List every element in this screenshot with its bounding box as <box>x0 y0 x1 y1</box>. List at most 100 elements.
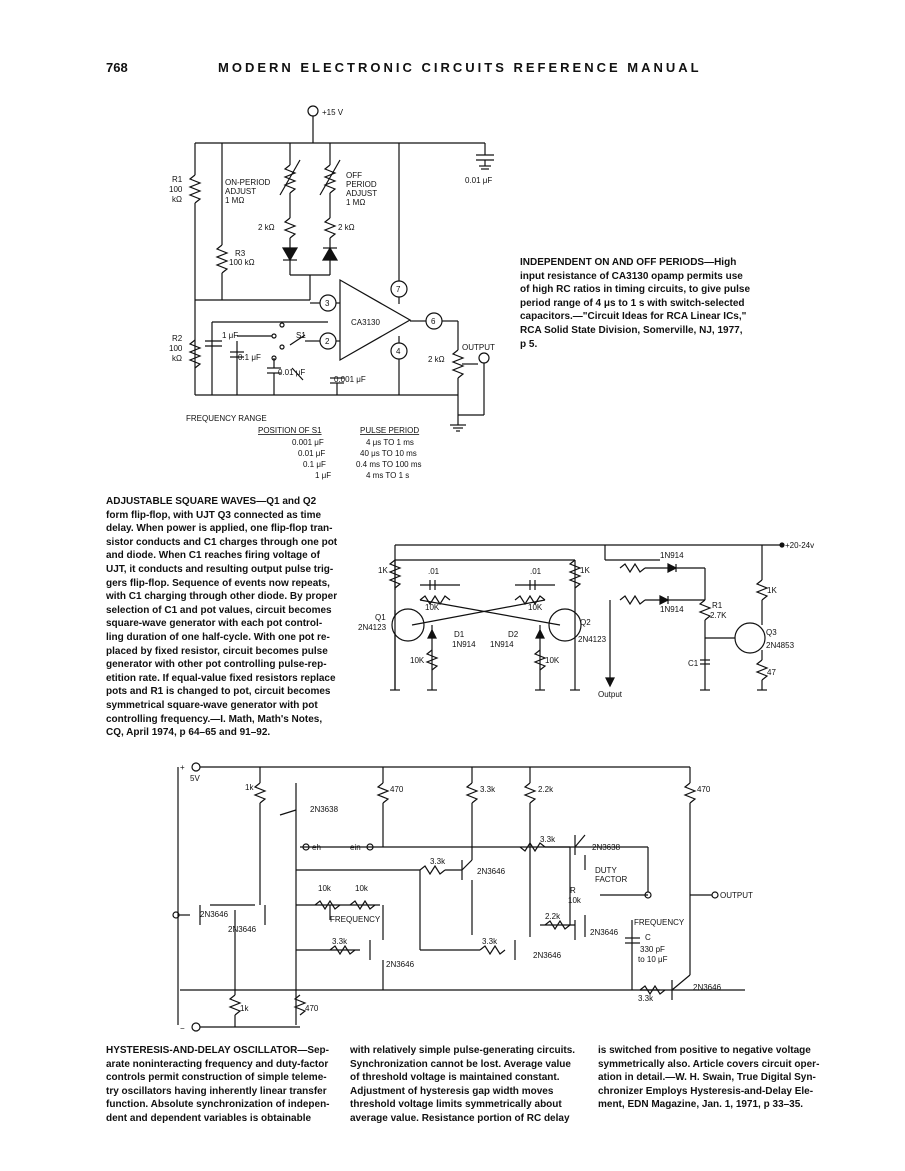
fig3-c-range-2: to 10 μF <box>638 955 668 964</box>
fig3-q-2n3646-g: 2N3646 <box>693 983 722 992</box>
fig3-r1k-top: 1k <box>245 783 254 792</box>
caption-line: generator with other pot controlling pul… <box>106 659 327 671</box>
fig3-caption-col2: with relatively simple pulse-generating … <box>350 1044 590 1126</box>
caption-line: average value. Resistance portion of RC … <box>350 1112 570 1124</box>
caption-line: of high RC ratios in timing circuits, to… <box>520 284 751 296</box>
fig3-r10k-b: 10k <box>355 884 369 893</box>
fig3-q-2n3646-e: 2N3646 <box>590 928 619 937</box>
caption-line: sistor conducts and C1 charges through o… <box>106 536 338 548</box>
fig3-r-label: R <box>570 886 576 895</box>
fig1-pin6: 6 <box>431 317 436 326</box>
fig1-r1-label: R1 <box>172 175 183 184</box>
caption-line: ation in detail.—W. H. Swain, True Digit… <box>598 1072 816 1084</box>
fig3-eh: eh <box>312 843 321 852</box>
fig2-supply-label: +20-24v <box>785 541 814 550</box>
fig2-q3-label: Q3 <box>766 628 777 637</box>
fig1-2k-a: 2 kΩ <box>258 223 275 232</box>
fig3-caption-col3: is switched from positive to negative vo… <box>598 1044 843 1112</box>
fig3-q-2n3646-b: 2N3646 <box>200 910 229 919</box>
fig1-table-cell: 0.4 ms TO 100 ms <box>356 460 422 469</box>
caption-line: ment, EDN Magazine, Jan. 1, 1971, p 33–3… <box>598 1099 804 1111</box>
fig1-r1-value: 100 <box>169 185 183 194</box>
fig1-table-col1: POSITION OF S1 <box>258 426 322 435</box>
fig3-frequency-a: FREQUENCY <box>330 915 381 924</box>
caption-line: function. Absolute synchronization of in… <box>106 1099 330 1111</box>
fig3-q-2n3646-d: 2N3646 <box>386 960 415 969</box>
fig3-q-2n3638-a: 2N3638 <box>310 805 339 814</box>
fig1-off-adjust-1: OFF <box>346 171 362 180</box>
caption-line: ling duration of one half-cycle. With on… <box>106 631 330 643</box>
fig2-d2-label: D2 <box>508 630 519 639</box>
fig2-c1: C1 <box>688 659 699 668</box>
fig3-r33-f: 3.3k <box>638 994 654 1003</box>
caption-line: UJT, it conducts and resulting output pu… <box>106 563 334 575</box>
fig3-duty-2: FACTOR <box>595 875 628 884</box>
fig1-table-cell: 1 μF <box>315 471 331 480</box>
fig1-off-adjust-2: PERIOD <box>346 180 377 189</box>
fig3-c-label: C <box>645 933 651 942</box>
caption-line: Synchronization cannot be lost. Average … <box>350 1058 571 1070</box>
caption-line: chronizer Employs Hysteresis-and-Delay E… <box>598 1085 814 1097</box>
fig1-table-cell: 0.01 μF <box>298 449 325 458</box>
page-number: 768 <box>106 60 128 75</box>
figure3-schematic: + 5V − 1k 470 3.3k 2.2k 470 2N3638 eh ei… <box>172 762 753 1033</box>
caption-line: pots and R1 is changed to pot, circuit b… <box>106 686 331 698</box>
caption-line: symmetrically also. Article covers circu… <box>598 1058 820 1070</box>
fig2-q1-part: 2N4123 <box>358 623 387 632</box>
fig2-q1-label: Q1 <box>375 613 386 622</box>
caption-line: Adjustment of hysteresis gap width moves <box>350 1085 554 1097</box>
fig3-caption-col1: HYSTERESIS-AND-DELAY OSCILLATOR—Sep- ara… <box>106 1044 341 1126</box>
fig2-r1-value: 2.7K <box>710 611 727 620</box>
fig3-r1k-bot: 1k <box>240 1004 249 1013</box>
caption-line: selection of C1 and pot values, circuit … <box>106 604 332 616</box>
fig3-q-2n3646-c: 2N3646 <box>228 925 257 934</box>
fig3-r10k-a: 10k <box>318 884 332 893</box>
fig3-minus: − <box>180 1024 185 1033</box>
fig1-r2-unit: kΩ <box>172 354 182 363</box>
caption-line: of threshold voltage is maintained const… <box>350 1072 560 1084</box>
fig3-q-2n3646-a: 2N3646 <box>477 867 506 876</box>
running-title: MODERN ELECTRONIC CIRCUITS REFERENCE MAN… <box>218 60 702 75</box>
caption-line: p 5. <box>520 338 538 350</box>
caption-line: capacitors.—"Circuit Ideas for RCA Linea… <box>520 311 747 323</box>
fig3-q-2n3638-b: 2N3638 <box>592 843 621 852</box>
caption-line: is switched from positive to negative vo… <box>598 1045 811 1056</box>
fig3-r-value: 10k <box>568 896 582 905</box>
fig1-supply-label: +15 V <box>322 108 344 117</box>
fig3-r33-c: 3.3k <box>540 835 556 844</box>
fig2-caption: ADJUSTABLE SQUARE WAVES—Q1 and Q2 form f… <box>106 495 341 740</box>
fig1-c4: 0.001 μF <box>334 375 366 384</box>
fig2-r1k-c: 1K <box>767 586 777 595</box>
fig1-table-cell: 4 μs TO 1 ms <box>366 438 414 447</box>
fig1-c2: 0.1 μF <box>238 353 261 362</box>
fig2-r10k-d: 10K <box>545 656 560 665</box>
fig1-r2-value: 100 <box>169 344 183 353</box>
fig3-c-range-1: 330 pF <box>640 945 665 954</box>
fig1-r3-label: R3 <box>235 249 246 258</box>
caption-line: arate noninteracting frequency and duty-… <box>106 1058 329 1070</box>
fig1-caption: INDEPENDENT ON AND OFF PERIODS—High inpu… <box>520 256 770 351</box>
fig1-on-adjust-3: 1 MΩ <box>225 196 244 205</box>
fig1-table-col2: PULSE PERIOD <box>360 426 419 435</box>
fig1-switch-label: S1 <box>296 331 306 340</box>
caption-line: controls permit construction of simple t… <box>106 1072 327 1084</box>
figure1-schematic: +15 V R1 100 kΩ ON-PERIOD ADJUST 1 MΩ OF… <box>169 105 495 480</box>
caption-line: ADJUSTABLE SQUARE WAVES—Q1 and Q2 <box>106 496 317 507</box>
fig3-q-2n3646-f: 2N3646 <box>533 951 562 960</box>
fig2-d-top: 1N914 <box>660 551 684 560</box>
fig3-r33-b: 3.3k <box>430 857 446 866</box>
fig2-d2-part: 1N914 <box>490 640 514 649</box>
fig2-d1-part: 1N914 <box>452 640 476 649</box>
fig3-plus: + <box>180 763 185 772</box>
fig2-q3-part: 2N4853 <box>766 641 795 650</box>
caption-line: and diode. When C1 reaches firing voltag… <box>106 550 320 562</box>
caption-line: dent and dependent variables is obtainab… <box>106 1112 312 1124</box>
fig2-r47: 47 <box>767 668 776 677</box>
caption-line: square-wave generator with each pot cont… <box>106 618 323 630</box>
fig2-r1-label: R1 <box>712 601 723 610</box>
fig1-cap-top: 0.01 μF <box>465 176 492 185</box>
caption-line: with relatively simple pulse-generating … <box>350 1045 576 1056</box>
fig3-r33-a: 3.3k <box>480 785 496 794</box>
fig1-2k-b: 2 kΩ <box>338 223 355 232</box>
fig1-on-adjust-2: ADJUST <box>225 187 256 196</box>
